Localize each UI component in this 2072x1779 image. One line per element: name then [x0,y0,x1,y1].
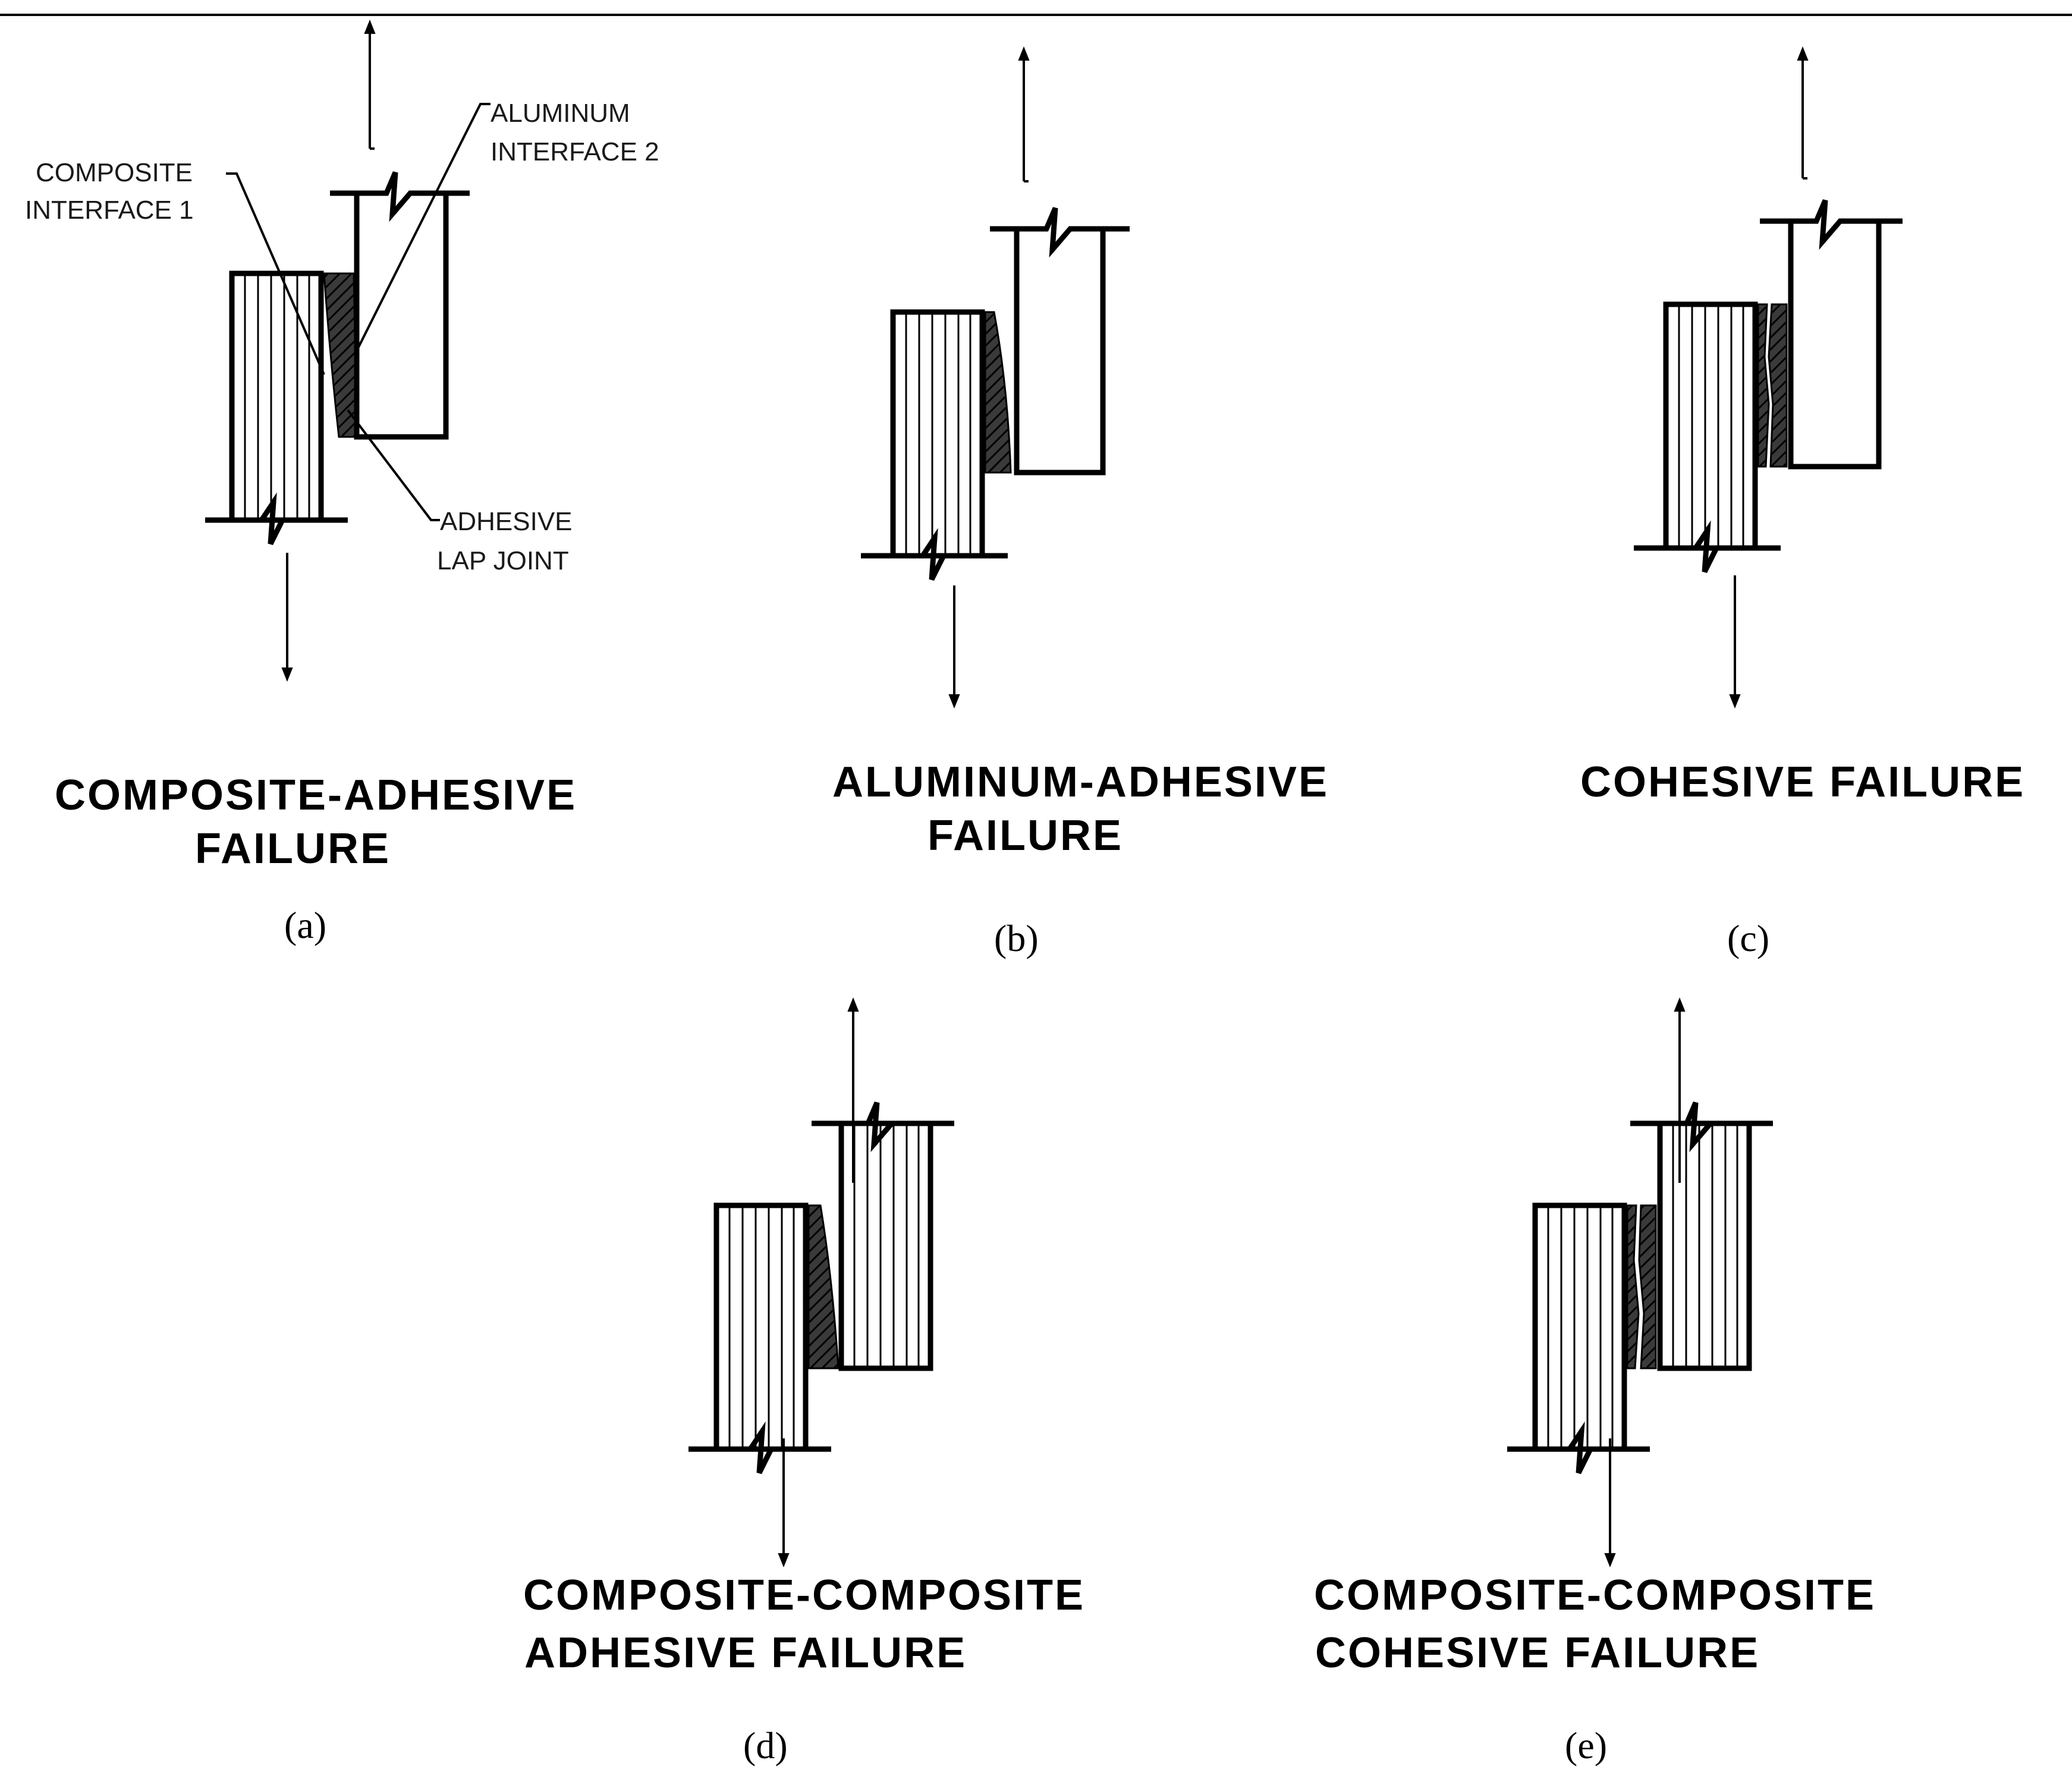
panel-c-label: (c) [1727,917,1769,959]
lower-composite-plies [728,1205,795,1449]
leader-aluminum [356,103,491,351]
aluminum-adherend [1788,221,1882,470]
panel-d-label: (d) [743,1724,788,1767]
composite-adherend [890,309,985,559]
lower-grip-break [1634,520,1781,574]
upper-grip-break [990,207,1130,258]
leader-composite [226,172,325,375]
lower-composite-adherend [1532,1202,1627,1452]
leader-adhesive [347,409,440,521]
aluminum-adherend [354,193,449,440]
lower-grip-break [688,1421,831,1475]
composite-plies [1678,304,1744,548]
upper-grip-break [1630,1101,1773,1153]
callout-adhesive-line2: LAP JOINT [437,546,569,575]
panel-d-title-line1: COMPOSITE-COMPOSITE [523,1572,1085,1619]
lower-grip-break [1507,1421,1650,1475]
aluminum-adherend [1014,229,1106,476]
panel-b: ALUMINUM-ADHESIVE FAILURE (b) [832,46,1329,959]
upper-composite-adherend [838,1120,933,1371]
panel-a-label: (a) [284,904,326,946]
composite-plies [244,273,310,520]
lower-grip-break [861,528,1008,581]
callout-aluminum-line2: INTERFACE 2 [491,137,659,166]
adhesive-layer [807,1204,840,1369]
panel-b-label: (b) [994,917,1039,959]
panel-a-title-line2: FAILURE [195,825,391,873]
callout-aluminum-line1: ALUMINUM [491,99,630,128]
panel-b-title-line1: ALUMINUM-ADHESIVE [832,758,1329,806]
lower-composite-plies [1547,1205,1614,1449]
upper-grip-break [1760,199,1903,250]
panel-d: COMPOSITE-COMPOSITE ADHESIVE FAILURE (d) [523,997,1085,1767]
adhesive-layer-left [1757,303,1770,468]
composite-adherend [1663,301,1758,551]
composite-plies [905,312,971,556]
callout-adhesive-line1: ADHESIVE [440,507,573,536]
lower-composite-adherend [713,1202,809,1452]
panel-e-title-line2: COHESIVE FAILURE [1315,1629,1760,1677]
panel-b-title-line2: FAILURE [927,812,1123,859]
upper-composite-plies [1672,1123,1738,1368]
panel-e-title-line1: COMPOSITE-COMPOSITE [1314,1572,1876,1619]
adhesive-layer-right [1638,1204,1657,1369]
upper-composite-plies [853,1123,920,1368]
upper-grip-break [812,1101,954,1153]
upper-grip-break [330,171,470,222]
panel-c-title-line1: COHESIVE FAILURE [1580,758,2025,806]
composite-adherend [229,270,324,523]
adhesive-layer [984,311,1012,474]
adhesive-layer-right [1768,303,1788,468]
adhesive-layer [323,272,358,438]
upper-composite-adherend [1657,1120,1752,1371]
panel-a: ALUMINUM INTERFACE 2 COMPOSITE INTERFACE… [25,20,659,946]
adhesive-layer-left [1626,1204,1640,1369]
panel-d-title-line2: ADHESIVE FAILURE [524,1629,967,1677]
panel-e: COMPOSITE-COMPOSITE COHESIVE FAILURE (e) [1314,997,1876,1767]
panel-c: COHESIVE FAILURE (c) [1580,46,2025,959]
panel-e-label: (e) [1565,1724,1607,1767]
callout-composite-line1: COMPOSITE [36,158,193,187]
panel-a-title-line1: COMPOSITE-ADHESIVE [55,772,577,819]
callout-composite-line2: INTERFACE 1 [25,196,194,225]
lower-grip-break [205,492,348,546]
